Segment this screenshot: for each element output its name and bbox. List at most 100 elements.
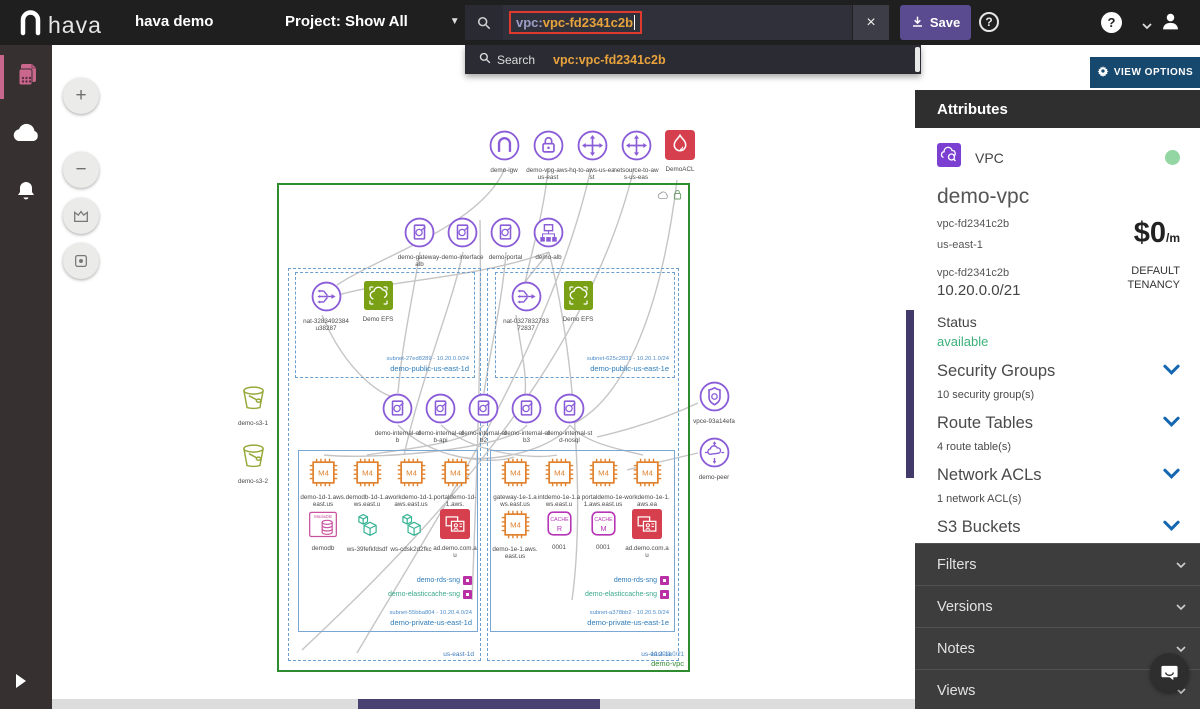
help-outline-icon[interactable]: ? [979, 12, 999, 32]
efs-icon [563, 281, 593, 315]
attributes-section-security-groups: Security Groups 10 security group(s) [937, 362, 1180, 401]
canvas-vertical-scrollbar[interactable] [906, 310, 914, 478]
diagram-canvas[interactable]: + − 10.20.0.0/21 demo-vpc us-east-1d us-… [52, 45, 915, 699]
search-suggestion[interactable]: vpc:vpc-fd2341c2b [553, 52, 666, 67]
diagram-node-netsource-to-aws-us-eas[interactable]: netsource-to-aws-us-eas [613, 130, 659, 181]
security-group-badge [463, 590, 472, 599]
dropdown-scrollbar[interactable] [915, 47, 920, 72]
hava-logo-icon [14, 6, 46, 44]
accordion-versions[interactable]: Versions [915, 585, 1200, 627]
svg-text:CACHE: CACHE [594, 517, 613, 523]
diagram-node-demo-interface[interactable]: demo-interface [441, 217, 484, 268]
diagram-node-demo-internal-elb[interactable]: demo-internal-elb [375, 393, 420, 444]
workspace-icon [396, 509, 427, 545]
diagram-node-nat-3283492384u38287[interactable]: nat-3283492384u38287 [302, 281, 350, 332]
diagram-node-demo-portal[interactable]: demo-portal [484, 217, 527, 268]
account-chevron-down-icon[interactable] [1141, 18, 1153, 36]
hava-logo[interactable]: hava [12, 6, 102, 44]
diagram-node-ws-39fefkfdsdf[interactable]: ws-39fefkfdsdf [345, 509, 389, 559]
diagram-node-demo-internal-std-nosql[interactable]: demo-internal-std-nosql [547, 393, 592, 444]
security-group-badge [463, 576, 472, 585]
view-options-button[interactable]: VIEW OPTIONS [1090, 57, 1200, 88]
chevron-down-icon [1163, 363, 1180, 381]
section-toggle[interactable]: S3 Buckets [937, 518, 1180, 537]
sidebar-item-environments[interactable] [0, 55, 52, 99]
nat-icon [311, 281, 342, 317]
clear-search-button[interactable]: × [853, 5, 889, 40]
fit-view-button[interactable] [63, 198, 99, 234]
diagram-node-demo-internal-elb2[interactable]: demo-internal-elb2 [461, 393, 506, 444]
svg-text:M4: M4 [510, 521, 521, 530]
sidebar-expand-arrow[interactable] [13, 672, 29, 695]
zoom-in-button[interactable]: + [63, 78, 99, 114]
diagram-node-demo-internal-elb-api[interactable]: demo-internal-elb-api [418, 393, 463, 444]
chevron-down-icon [1163, 519, 1180, 537]
lock-badge-icon [673, 187, 682, 205]
search-dropdown[interactable]: Search vpc:vpc-fd2341c2b [465, 45, 921, 74]
save-button[interactable]: Save [900, 5, 971, 40]
search-icon[interactable] [465, 5, 503, 40]
cloud-badge-icon [657, 187, 669, 205]
section-toggle[interactable]: Security Groups [937, 362, 1180, 381]
canvas-horizontal-scrollbar [52, 699, 915, 709]
alb-icon [533, 217, 564, 253]
center-view-button[interactable] [63, 243, 99, 279]
diagram-node-demo-gateway-alb[interactable]: demo-gateway-alb [398, 217, 441, 268]
resource-type-label: VPC [975, 149, 1004, 166]
m4-icon: M4 [632, 457, 663, 493]
project-selector[interactable]: Project: Show All▼ [285, 13, 460, 30]
s3-icon [237, 439, 270, 477]
diagram-node-ws-cdsk2d2fkc[interactable]: ws-cdsk2d2fkc [389, 509, 433, 559]
diagram-node-demo-internal-elb3[interactable]: demo-internal-elb3 [504, 393, 549, 444]
diagram-node-demo-vpg-aws-us-east[interactable]: demo-vpg-aws-us-east [526, 130, 570, 181]
workspace-icon [352, 509, 383, 545]
sidebar-item-alerts[interactable] [0, 171, 52, 215]
diagram-node-demo-igw[interactable]: demo-igw [482, 130, 526, 181]
search-input[interactable]: vpc:vpc-fd2341c2b [503, 5, 852, 40]
horizontal-scrollbar-thumb[interactable] [358, 699, 600, 709]
svg-text:M: M [600, 524, 606, 533]
resource-id-2: vpc-fd2341c2b [937, 267, 1010, 279]
help-filled-icon[interactable]: ? [1101, 12, 1122, 33]
chat-widget-button[interactable] [1150, 653, 1189, 692]
diagram-node-demo-peer[interactable]: demo-peer [692, 437, 736, 481]
sidebar-item-sources[interactable] [0, 113, 52, 157]
zoom-out-button[interactable]: − [63, 152, 99, 188]
svg-text:CACHE: CACHE [550, 517, 569, 523]
elb-icon [554, 393, 585, 429]
status-dot [1165, 150, 1180, 165]
diagram-node-demo-s3-1[interactable]: demo-s3-1 [230, 381, 276, 427]
section-toggle[interactable]: Network ACLs [937, 466, 1180, 485]
svg-text:M4: M4 [510, 469, 521, 478]
diagram-node-demo-efs[interactable]: Demo EFS [554, 281, 602, 332]
diagram-node-nat-032783278372837[interactable]: nat-032783278372837 [502, 281, 550, 332]
diagram-node-ad-demo-com-au[interactable]: ad.demo.com.au [433, 509, 477, 559]
diagram-node-demoacl[interactable]: DemoACL [658, 130, 702, 181]
svg-text:M4: M4 [362, 469, 373, 478]
diagram-node-demo-efs[interactable]: Demo EFS [354, 281, 402, 332]
user-icon[interactable] [1160, 11, 1181, 37]
accordion-filters[interactable]: Filters [915, 543, 1200, 585]
diagram-node-demo-alb[interactable]: demo-alb [527, 217, 570, 268]
diagram-node-ad-demo-com-au[interactable]: ad.demo.com.au [625, 509, 669, 560]
bell-icon [14, 179, 38, 208]
gear-icon [1097, 65, 1109, 80]
diagram-node-demo-s3-2[interactable]: demo-s3-2 [230, 439, 276, 485]
diagram-node-hq-to-aws-us-east[interactable]: hq-to-aws-us-east [569, 130, 615, 181]
elb-icon [447, 217, 478, 253]
diagram-node-vpce-93a14efa[interactable]: vpce-93a14efa [692, 381, 736, 425]
section-toggle[interactable]: Route Tables [937, 414, 1180, 433]
